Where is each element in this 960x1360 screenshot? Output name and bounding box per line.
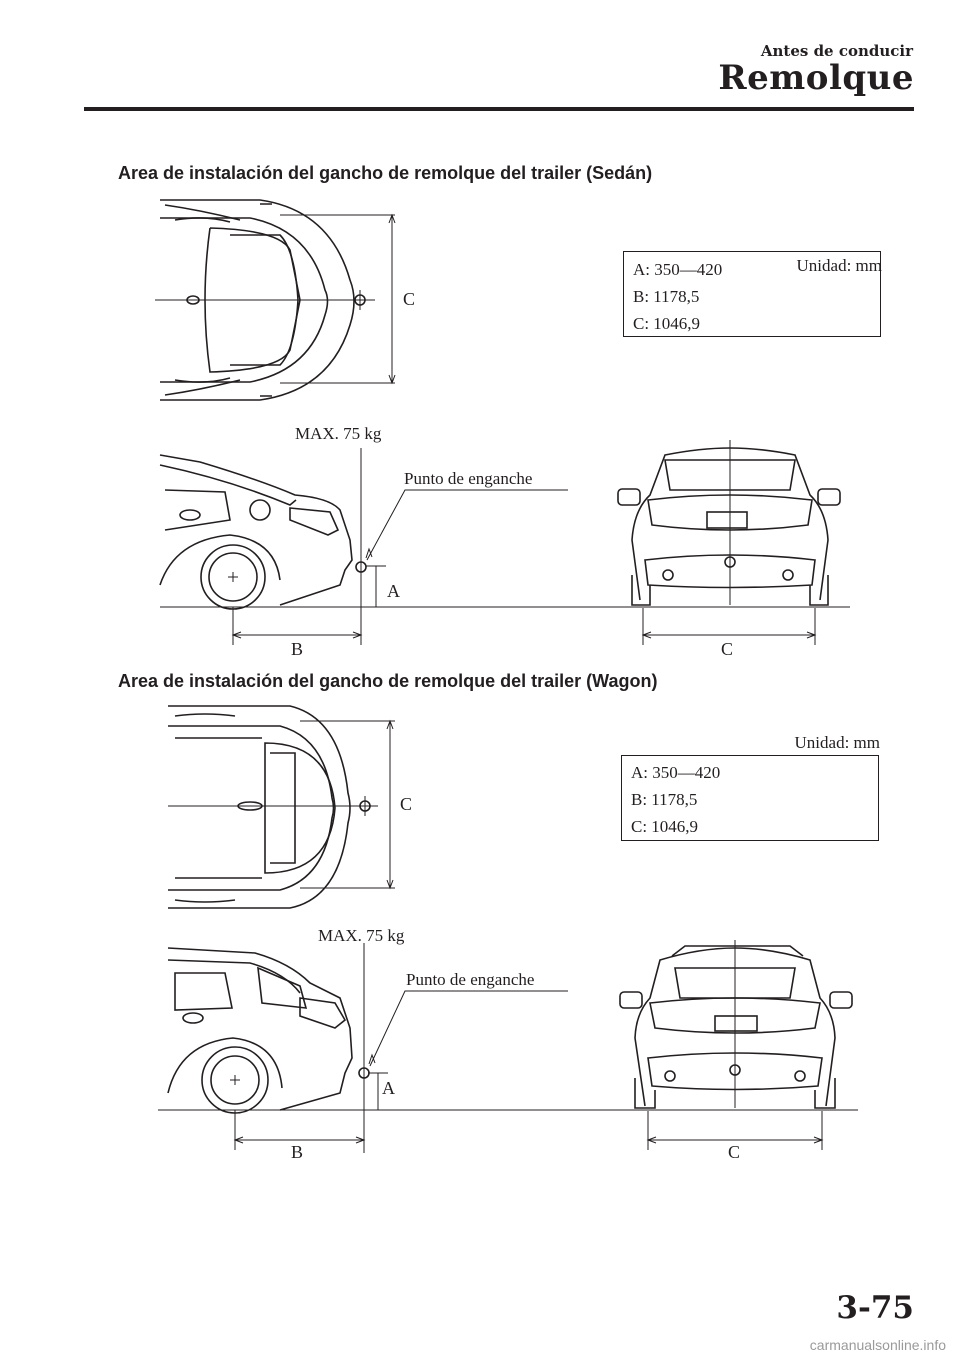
sedan-section-title: Area de instalación del gancho de remolq…	[118, 163, 653, 183]
sedan-dim-b: B	[291, 639, 303, 659]
sedan-spec-b: B: 1178,5	[633, 287, 700, 306]
sedan-spec-list: A: 350—420 B: 1178,5 C: 1046,9	[633, 256, 722, 337]
sedan-dim-a: A	[387, 581, 400, 601]
section-title: Remolque	[718, 58, 914, 98]
sedan-spec-c: C: 1046,9	[633, 314, 701, 333]
wagon-diagram: C MAX. 75 kg Punto de enganche A B C	[158, 705, 858, 1162]
wagon-spec-a: A: 350—420	[631, 763, 721, 782]
wagon-side-view	[167, 947, 353, 1114]
wagon-rear-hitch-icon	[729, 1064, 741, 1076]
wagon-spec-list: A: 350—420 B: 1178,5 C: 1046,9	[631, 759, 720, 840]
sedan-dim-c-top: C	[403, 289, 415, 309]
sedan-top-view	[160, 199, 355, 401]
page-number: 3-75	[836, 1290, 914, 1326]
sedan-hitch-point-label: Punto de enganche	[404, 469, 532, 488]
wagon-spec-c: C: 1046,9	[631, 817, 699, 836]
sedan-rear-hitch-icon	[724, 556, 736, 568]
sedan-max-load-label: MAX. 75 kg	[295, 424, 382, 443]
wagon-dim-b: B	[291, 1142, 303, 1162]
wagon-hitch-point-label: Punto de enganche	[406, 970, 534, 989]
wagon-rear-view	[619, 945, 853, 1109]
sedan-unit-label: Unidad: mm	[796, 256, 882, 275]
sedan-spec-box	[623, 251, 881, 337]
sedan-side-view	[159, 454, 353, 610]
sedan-dim-c-rear: C	[721, 639, 733, 659]
wagon-unit-label: Unidad: mm	[794, 733, 880, 752]
wagon-dim-c-rear: C	[728, 1142, 740, 1162]
header-rule	[84, 107, 914, 111]
wagon-top-view	[168, 705, 351, 909]
wagon-section-title: Area de instalación del gancho de remolq…	[118, 671, 658, 691]
sedan-spec-a: A: 350—420	[633, 260, 723, 279]
wagon-max-load-label: MAX. 75 kg	[318, 926, 405, 945]
wagon-spec-b: B: 1178,5	[631, 790, 698, 809]
sedan-diagram: C MAX. 75 kg Punto de enganche A B C	[155, 199, 850, 659]
wagon-spec-box	[621, 755, 879, 841]
wagon-dim-c-top: C	[400, 794, 412, 814]
wagon-dim-a: A	[382, 1078, 395, 1098]
sedan-rear-view	[617, 447, 841, 606]
chapter-title: Antes de conducir	[760, 42, 913, 60]
watermark: carmanualsonline.info	[809, 1337, 946, 1353]
